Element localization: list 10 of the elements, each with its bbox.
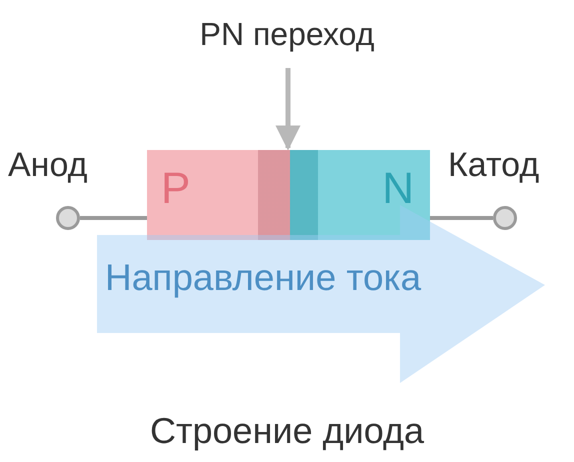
terminal-label: Катод: [448, 146, 540, 185]
junction-label: PN переход: [137, 12, 437, 56]
arrow-label: Направление тока: [105, 257, 422, 299]
wire: [430, 216, 493, 220]
wire: [80, 216, 147, 220]
n-region: N: [290, 150, 430, 240]
caption: Строение диода: [149, 410, 425, 452]
leader-arrow: [276, 68, 300, 150]
terminal-label: Анод: [8, 146, 88, 185]
p-region: P: [147, 150, 290, 240]
